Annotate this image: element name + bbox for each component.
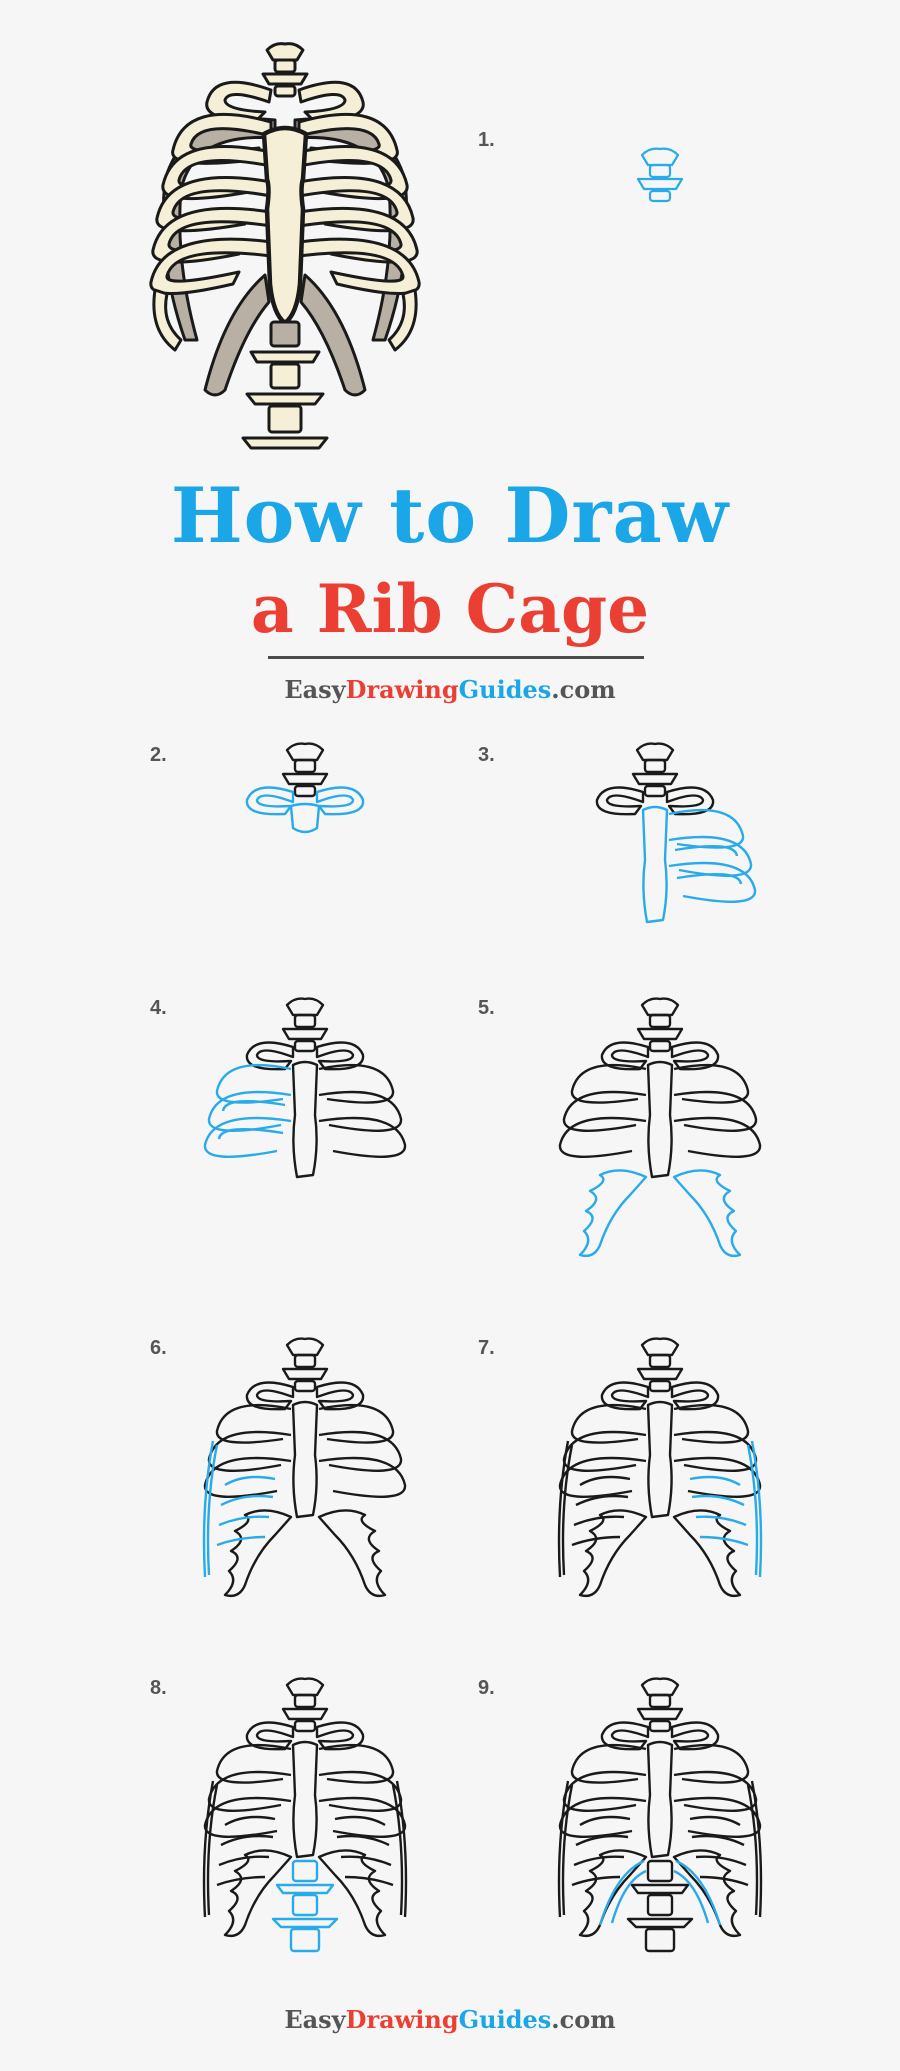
- step-6-number: 6.: [150, 1337, 167, 1359]
- step-3-drawing: [595, 742, 757, 924]
- step-7-drawing: [557, 1337, 763, 1598]
- brand-easy: Easy: [284, 2005, 346, 2034]
- step-7-number: 7.: [478, 1337, 495, 1359]
- brand-dotcom: .com: [551, 675, 616, 704]
- step-6-drawing: [202, 1337, 407, 1598]
- step-8-drawing: [202, 1677, 408, 1953]
- step-9-drawing: [557, 1677, 763, 1953]
- step-9-number: 9.: [478, 1677, 495, 1699]
- brand-dotcom: .com: [551, 2005, 616, 2034]
- brand-drawing: Drawing: [345, 2005, 459, 2034]
- brand-easy: Easy: [284, 675, 346, 704]
- step-2-drawing: [245, 742, 365, 834]
- step-5-number: 5.: [478, 997, 495, 1019]
- step-3-number: 3.: [478, 744, 495, 766]
- brand-guides: Guides: [458, 675, 552, 704]
- step-4-drawing: [203, 997, 407, 1179]
- title-underline: [268, 656, 644, 659]
- brand-guides: Guides: [458, 2005, 552, 2034]
- step-1-number: 1.: [478, 129, 495, 151]
- step-2-number: 2.: [150, 744, 167, 766]
- brand-logo-bottom[interactable]: EasyDrawingGuides.com: [0, 2008, 900, 2032]
- step-4-number: 4.: [150, 997, 167, 1019]
- brand-drawing: Drawing: [345, 675, 459, 704]
- step-1-drawing: [636, 147, 684, 203]
- title-line-1: How to Draw: [170, 471, 730, 560]
- hero-rib-cage-illustration: [149, 42, 421, 450]
- brand-logo-top[interactable]: EasyDrawingGuides.com: [0, 678, 900, 702]
- title-line-2: a Rib Cage: [250, 570, 650, 648]
- step-5-drawing: [558, 997, 762, 1258]
- step-8-number: 8.: [150, 1677, 167, 1699]
